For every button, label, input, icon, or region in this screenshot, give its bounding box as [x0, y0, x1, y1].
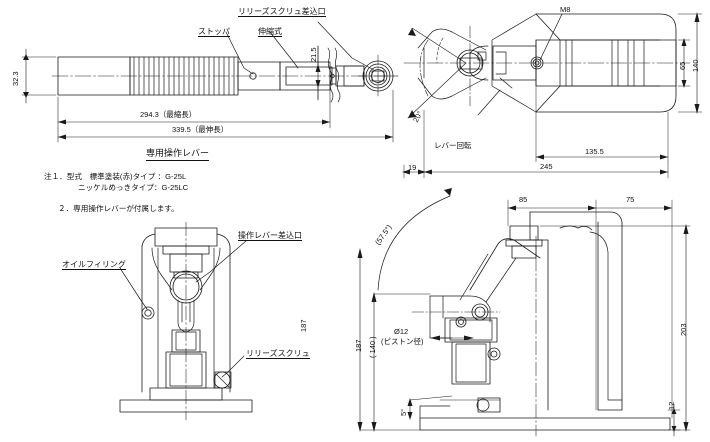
dim-side-base-height: 12 — [667, 401, 676, 410]
label-oil-filling: オイルフィリング — [62, 260, 126, 270]
dim-lever-extended: 339.5（最伸長） — [172, 125, 229, 134]
note-line-3: ２．専用操作レバーが付属します。 — [58, 204, 179, 213]
label-lever-socket: 操作レバー差込口 — [238, 231, 302, 241]
dim-top-body-length: 135.5 — [585, 147, 604, 156]
top-view-outline — [403, 13, 691, 119]
top-view-dimensions — [402, 12, 703, 179]
label-piston-diameter-note: (ピストン径) — [381, 337, 424, 346]
dim-front-height: 187 — [299, 319, 308, 332]
dim-top-total-length: 245 — [540, 162, 553, 171]
label-telescopic: 伸縮式 — [258, 27, 282, 37]
front-view-leaders — [119, 240, 247, 378]
dim-side-left-width: 85 — [519, 195, 528, 204]
label-m8-bolt: M8 — [560, 5, 571, 14]
dim-lever-tip: 21.5 — [309, 47, 318, 62]
label-piston-diameter: Ø12 — [394, 327, 409, 336]
side-view-outline — [377, 188, 671, 437]
dim-side-min-height: ( 140 ) — [368, 336, 377, 358]
lever-dimensions — [21, 45, 394, 143]
label-lever-rotation: レバー回転 — [434, 141, 472, 150]
dim-side-right-width: 75 — [626, 195, 635, 204]
dim-top-inner-width: 65 — [678, 61, 687, 70]
front-view-outline — [119, 221, 253, 421]
side-view-dimensions — [357, 199, 691, 437]
lever-outline — [51, 47, 399, 103]
dim-lever-height: 32.3 — [11, 71, 20, 86]
note-line-2: ニッケルめっきタイプ：G-25LC — [78, 183, 189, 192]
label-stopper: ストッパ — [198, 27, 230, 37]
dim-lever-retracted: 294.3（最縮長） — [140, 110, 197, 119]
dim-top-offset: 19 — [408, 163, 417, 172]
dim-side-base-angle: 5° — [399, 408, 408, 416]
dim-side-lift-height: 187 — [354, 339, 363, 352]
label-release-screw-port: リリーズスクリュ差込口 — [238, 7, 326, 17]
label-release-screw: リリーズスクリュ — [246, 349, 310, 359]
dim-side-total-height: 203 — [679, 323, 688, 336]
lever-leader-lines — [225, 21, 375, 75]
note-line-1: 注１．型式 標準塗装(赤)タイプ ：G-25L — [44, 172, 187, 181]
dim-top-outer-width: 140 — [691, 59, 700, 72]
lever-view-title: 専用操作レバー — [146, 146, 210, 161]
top-view-leaders — [477, 13, 563, 116]
